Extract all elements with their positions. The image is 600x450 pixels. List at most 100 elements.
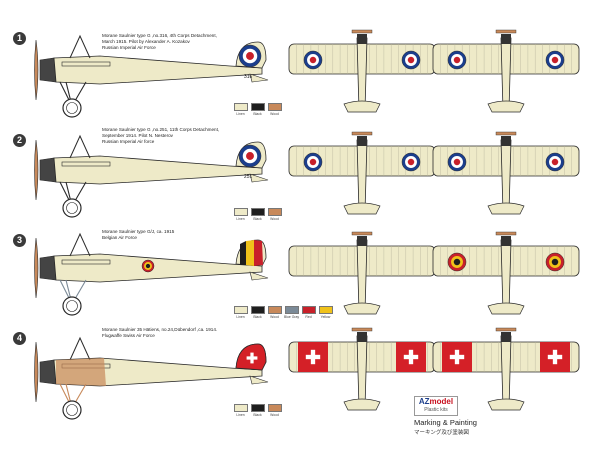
engine-cowling	[39, 359, 57, 385]
wheel	[62, 198, 82, 218]
color-swatch: Wood	[267, 306, 282, 319]
swatch-color-box	[233, 306, 248, 314]
color-swatch: Wood	[267, 404, 282, 417]
swatch-color-box	[250, 208, 265, 216]
propeller-top	[495, 327, 517, 332]
propeller	[34, 39, 39, 101]
propeller	[34, 139, 39, 201]
logo-az: AZ	[418, 397, 430, 406]
propeller-top	[351, 327, 373, 332]
roundel-center	[551, 56, 559, 64]
logo-model: model	[429, 397, 454, 406]
roundel-center	[407, 158, 415, 166]
swatch-label: Wood	[270, 112, 279, 116]
swatch-label: Linen	[236, 112, 245, 116]
caption-aircraft-4: Morane Saulnier 35 Hätiens, no.24,Dübend…	[102, 327, 218, 338]
cabane-pylon	[69, 232, 91, 257]
color-swatch: Wood	[267, 103, 282, 116]
roundel-center	[407, 56, 415, 64]
top-view-1	[288, 29, 436, 113]
side-view-aircraft-1: 316	[34, 34, 269, 118]
engine-top	[501, 332, 511, 342]
tail-skid	[249, 73, 269, 83]
logo-subtitle: Plastic kits	[424, 407, 448, 413]
swatch-label: Wood	[270, 315, 279, 319]
swiss-cross-horizontal	[547, 354, 563, 360]
tailplane	[343, 398, 381, 411]
engine-cowling	[39, 157, 57, 183]
roundel-center	[453, 56, 461, 64]
aircraft-number-2: 2	[13, 134, 26, 147]
wheel	[62, 98, 82, 118]
color-swatch: Black	[250, 306, 265, 319]
caption-aircraft-1: Morane Saulnier type G ,no.316, 4th Corp…	[102, 33, 217, 50]
wing-profile	[61, 161, 111, 167]
serial-number: 316	[244, 74, 253, 80]
swatch-label: Black	[253, 413, 262, 417]
az-model-logo: AZmodel Plastic kits	[414, 396, 458, 416]
top-view-3	[288, 131, 436, 215]
top-view-8	[432, 327, 580, 411]
wing-profile	[61, 61, 111, 67]
top-view-4	[432, 131, 580, 215]
fuselage-top	[500, 139, 512, 213]
engine-top	[357, 136, 367, 146]
engine-top	[357, 34, 367, 44]
swatch-label: Red	[305, 315, 312, 319]
side-view-aircraft-3	[34, 232, 269, 316]
fuselage	[53, 253, 263, 283]
engine-top	[501, 236, 511, 246]
color-swatch: Blue Gray	[284, 306, 299, 319]
engine-cowling	[39, 57, 57, 83]
tailplane	[343, 202, 381, 215]
swatch-color-box	[284, 306, 299, 314]
swiss-cross-horizontal	[246, 356, 258, 360]
caption-aircraft-2: Morane Saulnier type G ,no.251, 11th Cor…	[102, 127, 220, 144]
fuselage-top	[356, 139, 368, 213]
roundel-center	[551, 158, 559, 166]
cabane-pylon	[69, 34, 91, 59]
propeller-top	[495, 29, 517, 34]
color-swatch: Black	[250, 404, 265, 417]
tailplane	[487, 100, 525, 113]
fuselage	[53, 155, 263, 185]
color-swatch: Wood	[267, 208, 282, 221]
swatch-color-box	[250, 404, 265, 412]
color-swatch: Linen	[233, 404, 248, 417]
swatch-label: Black	[253, 112, 262, 116]
fuselage-top	[500, 37, 512, 111]
roundel-center	[309, 158, 317, 166]
swatch-color-box	[267, 404, 282, 412]
tailplane	[487, 202, 525, 215]
fuselage-top	[356, 335, 368, 409]
fuselage-top	[356, 37, 368, 111]
fuselage-top	[500, 239, 512, 313]
tailplane	[487, 398, 525, 411]
belgian-roundel-center	[453, 258, 461, 266]
aircraft-number-1: 1	[13, 32, 26, 45]
swatch-label: Linen	[236, 413, 245, 417]
swatch-label: Linen	[236, 315, 245, 319]
color-swatch: Yellow	[318, 306, 333, 319]
propeller-top	[351, 29, 373, 34]
propeller	[34, 237, 39, 299]
belgian-roundel-center	[551, 258, 559, 266]
propeller-top	[351, 131, 373, 136]
swatch-label: Black	[253, 217, 262, 221]
color-swatch: Black	[250, 208, 265, 221]
swatch-color-box	[250, 306, 265, 314]
belgian-flag-red	[254, 240, 263, 266]
swiss-cross-horizontal	[305, 354, 321, 360]
top-view-2	[432, 29, 580, 113]
marking-subtitle: マーキング及び塗装図	[414, 430, 469, 436]
swatch-color-box	[267, 306, 282, 314]
engine-cowling	[39, 255, 57, 281]
wheel-hub	[66, 300, 78, 312]
cabane-pylon	[69, 134, 91, 159]
marking-title: Marking & Painting	[414, 418, 477, 427]
propeller-top	[495, 131, 517, 136]
